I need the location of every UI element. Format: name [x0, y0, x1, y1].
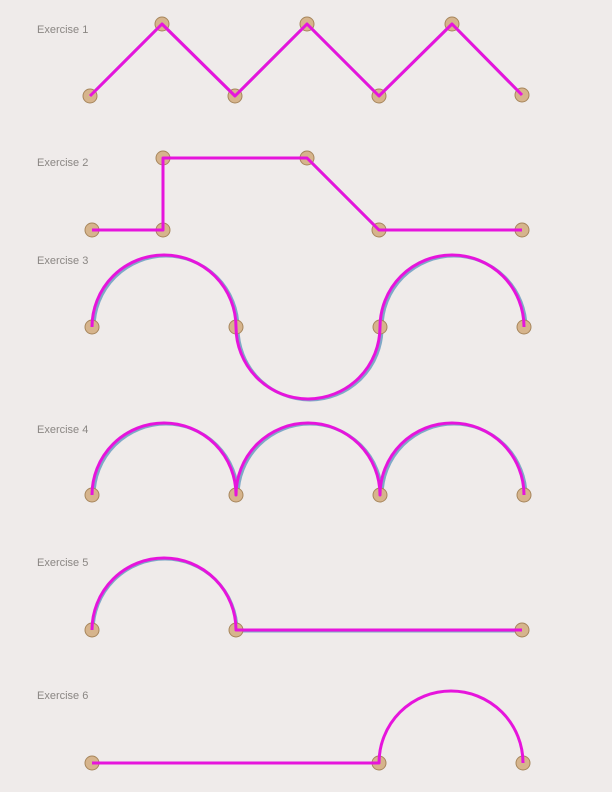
- exercise-3-label: Exercise 3: [37, 255, 89, 267]
- exercise-3-path[interactable]: [90, 253, 526, 401]
- exercise-1-drawing: [82, 16, 530, 104]
- exercise-1-path[interactable]: [88, 22, 524, 98]
- exercise-2-drawing: [84, 150, 530, 238]
- exercise-5-guide-path: [91, 557, 523, 633]
- exercise-6-drawing: [84, 689, 531, 771]
- exercise-4-path[interactable]: [90, 421, 526, 497]
- exercise-5-drawing: [84, 556, 530, 638]
- exercise-4-drawing: [84, 421, 532, 503]
- exercise-4-guide-path: [92, 422, 528, 498]
- exercise-2-path[interactable]: [92, 156, 522, 232]
- exercise-4-label: Exercise 4: [37, 424, 89, 436]
- exercise-2-label: Exercise 2: [37, 157, 89, 169]
- exercise-3-drawing: [84, 253, 532, 402]
- exercise-5-label: Exercise 5: [37, 557, 89, 569]
- exercise-2-guide-path: [92, 156, 522, 232]
- exercise-1-label: Exercise 1: [37, 24, 89, 36]
- exercise-6-label: Exercise 6: [37, 690, 89, 702]
- exercise-6-path[interactable]: [92, 689, 525, 765]
- exercise-3-guide-path: [92, 254, 528, 402]
- exercise-1-guide-path: [88, 22, 524, 98]
- exercise-5-path[interactable]: [90, 556, 522, 632]
